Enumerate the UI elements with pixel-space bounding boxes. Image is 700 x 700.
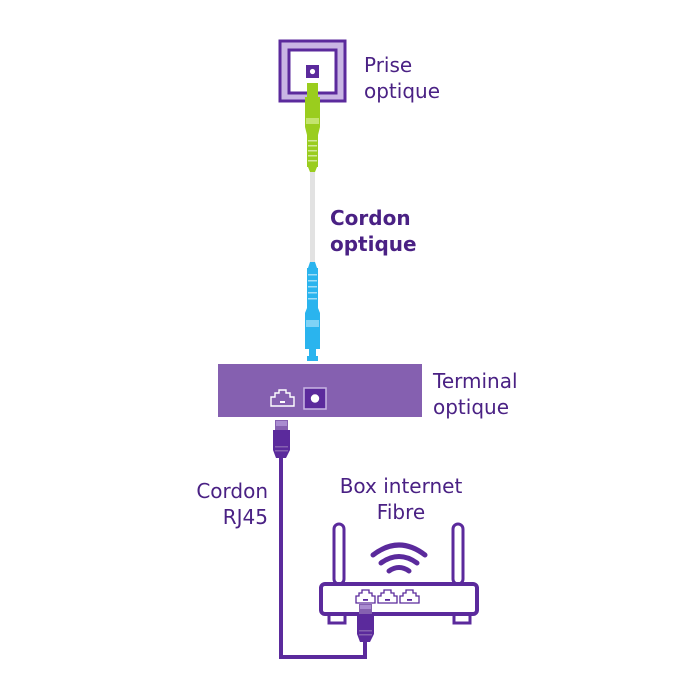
terminal-optique-label-line1: Terminal xyxy=(433,369,518,393)
terminal-optique-label: Terminal optique xyxy=(433,368,518,420)
prise-optique-label: Prise optique xyxy=(364,52,440,104)
cordon-optique-label-line1: Cordon xyxy=(330,206,411,230)
router-ethernet-port-1 xyxy=(355,589,376,604)
box-internet-fibre xyxy=(319,522,479,625)
blue-fiber-connector xyxy=(305,262,320,361)
cordon-rj45-label-line2: RJ45 xyxy=(222,505,268,529)
terminal-ethernet-port xyxy=(270,389,295,407)
prise-optique-label-line1: Prise xyxy=(364,53,413,77)
prise-optique-label-line2: optique xyxy=(364,79,441,103)
router-ethernet-port-3 xyxy=(399,589,420,604)
rj45-connector-terminal xyxy=(273,420,290,458)
cordon-optique-label-line2: optique xyxy=(330,232,417,256)
rj45-cable-line xyxy=(279,455,367,659)
router-body xyxy=(319,582,479,616)
rj45-connector-router xyxy=(357,604,374,642)
router-antenna-left xyxy=(332,522,346,586)
box-internet-label-line2: Fibre xyxy=(376,500,426,524)
cordon-optique-cable xyxy=(310,165,315,265)
box-internet-label-line1: Box internet xyxy=(339,474,463,498)
box-internet-label: Box internet Fibre xyxy=(323,473,479,525)
cordon-rj45-cable xyxy=(279,455,367,659)
router-ethernet-port-2 xyxy=(377,589,398,604)
cordon-optique-label: Cordon optique xyxy=(330,205,417,257)
terminal-fiber-port-hole xyxy=(310,394,320,403)
router-ethernet-ports xyxy=(355,589,420,604)
terminal-optique xyxy=(218,364,422,417)
wifi-icon xyxy=(370,542,428,574)
cordon-rj45-label-line1: Cordon xyxy=(196,479,268,503)
green-fiber-connector xyxy=(305,83,320,172)
socket-port-hole xyxy=(309,68,316,75)
cordon-rj45-label: Cordon RJ45 xyxy=(160,478,268,530)
fiber-cable-line xyxy=(310,165,315,265)
terminal-optique-label-line2: optique xyxy=(433,395,510,419)
router-antenna-right xyxy=(451,522,465,586)
